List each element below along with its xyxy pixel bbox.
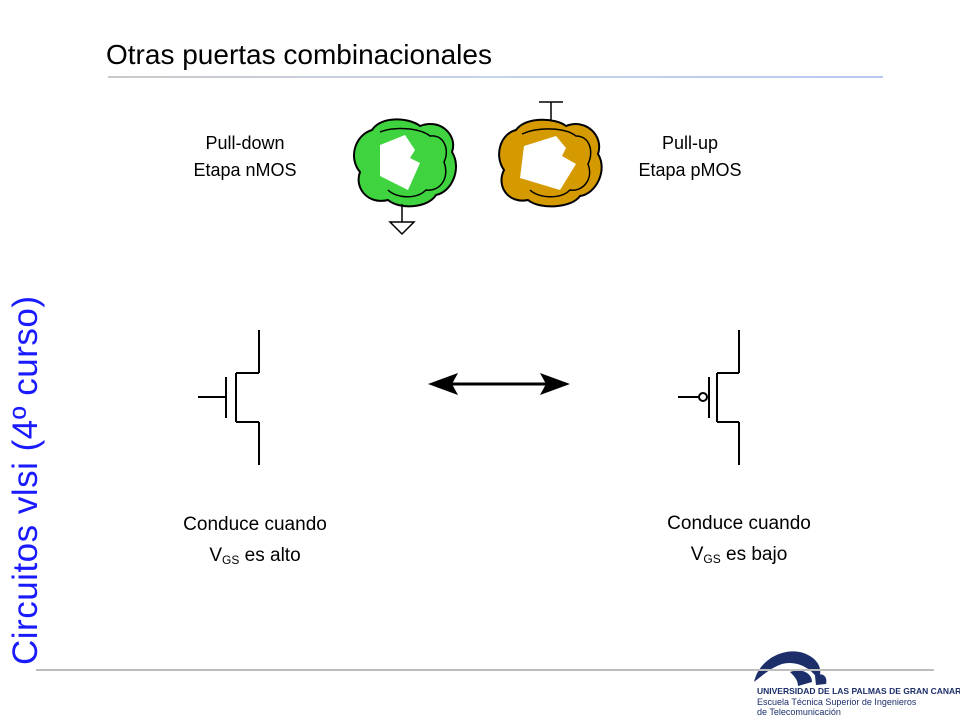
ground-symbol <box>388 221 416 236</box>
nmos-vgs-subscript: GS <box>222 553 240 567</box>
pmos-blob-inner <box>521 128 592 198</box>
title-divider <box>108 76 883 78</box>
pmos-pull-up-block <box>498 101 603 208</box>
pmos-gate-bubble <box>698 392 708 402</box>
pull-up-label-line2: Etapa pMOS <box>638 160 742 180</box>
pmos-vgs-symbol: V <box>690 544 704 565</box>
pull-up-label-line1: Pull-up <box>661 133 719 153</box>
university-name: UNIVERSIDAD DE LAS PALMAS DE GRAN CANARI… <box>757 686 960 696</box>
school-name-line2: de Telecomunicación <box>757 707 841 717</box>
pmos-vgs-condition: es bajo <box>720 544 788 565</box>
slide-title: Otras puertas combinacionales <box>106 39 492 70</box>
nmos-pull-down-block <box>353 118 457 236</box>
nmos-vgs-symbol: V <box>209 545 223 566</box>
footer-divider <box>36 669 934 671</box>
nmos-blob-inner <box>379 127 448 198</box>
pmos-network-shape <box>520 136 576 190</box>
pull-up-label: Pull-up Etapa pMOS <box>625 130 755 184</box>
nmos-caption-line2: VGS es alto <box>150 540 360 576</box>
pull-down-label-line1: Pull-down <box>205 133 285 153</box>
nmos-network-shape <box>380 135 420 190</box>
nmos-transistor-symbol <box>198 330 260 465</box>
university-logo-mark <box>754 651 827 686</box>
pull-down-label-line2: Etapa nMOS <box>193 160 297 180</box>
pull-down-label: Pull-down Etapa nMOS <box>180 130 310 184</box>
pmos-caption-line1: Conduce cuando <box>667 513 811 534</box>
pmos-caption-line2: VGS es bajo <box>634 539 844 575</box>
pmos-transistor-symbol <box>678 330 740 465</box>
nmos-vgs-condition: es alto <box>239 545 301 566</box>
arrow-head-right <box>540 373 570 395</box>
nmos-caption-line1: Conduce cuando <box>183 514 327 535</box>
pmos-vgs-subscript: GS <box>703 552 721 566</box>
equivalence-arrow <box>428 373 570 395</box>
pmos-caption: Conduce cuando VGS es bajo <box>634 508 844 575</box>
school-name-line1: Escuela Técnica Superior de Ingenieros <box>757 697 917 707</box>
nmos-caption: Conduce cuando VGS es alto <box>150 509 360 576</box>
arrow-head-left <box>428 373 458 395</box>
